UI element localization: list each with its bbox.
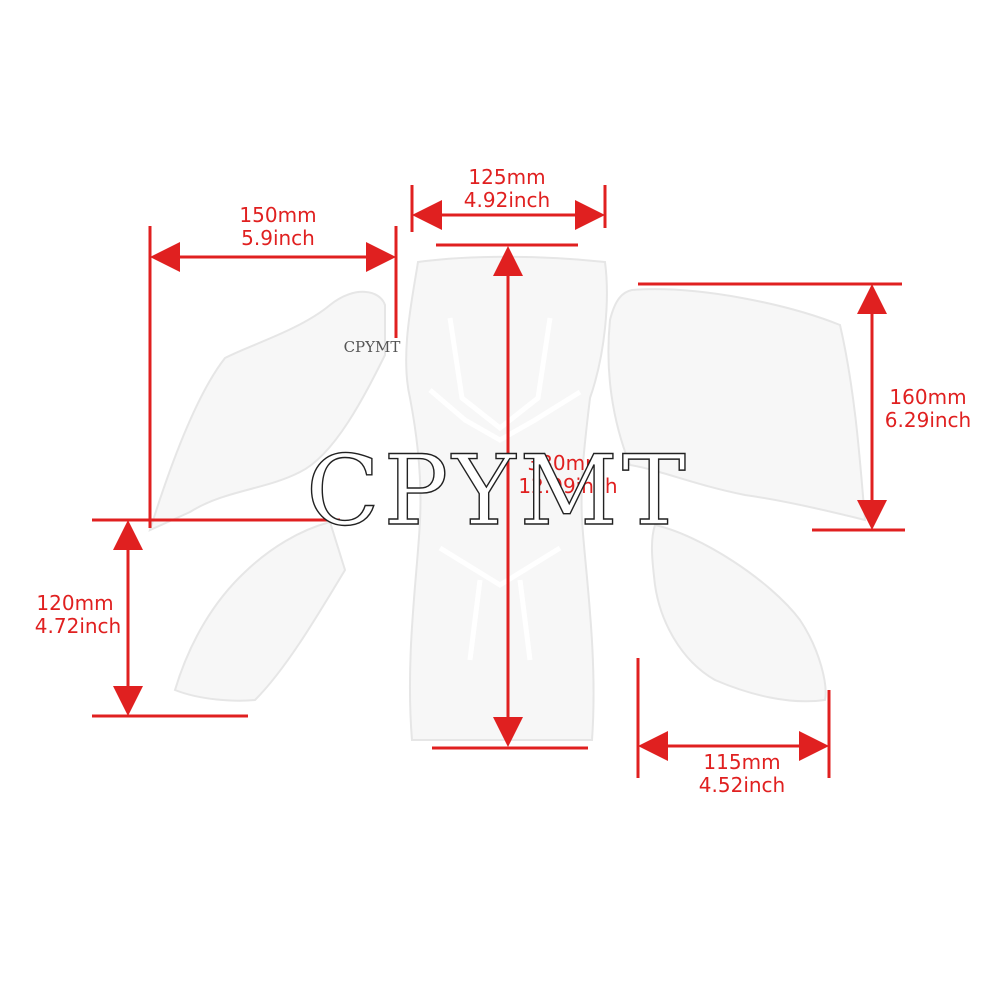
pad-left-lower — [173, 520, 347, 702]
label-right-lower-width-mm: 115mm — [703, 750, 780, 774]
label-top-width-mm: 125mm — [468, 165, 545, 189]
label-right-upper-height-mm: 160mm — [889, 385, 966, 409]
label-right-upper-height-inch: 6.29inch — [885, 408, 971, 432]
dimension-right-upper-height — [638, 282, 905, 532]
label-left-lower-height-inch: 4.72inch — [35, 614, 121, 638]
label-center-height-mm: 330mm — [527, 451, 604, 475]
dimension-left-upper-width — [148, 226, 398, 528]
dimension-right-lower-width — [636, 658, 831, 778]
watermark-small: CPYMT — [344, 338, 401, 356]
pad-right-upper — [607, 288, 867, 522]
label-left-upper-width-inch: 5.9inch — [241, 226, 315, 250]
watermark-large: CPYMT — [306, 435, 690, 547]
pad-right-lower — [651, 523, 827, 703]
label-top-width-inch: 4.92inch — [464, 188, 550, 212]
dimension-left-lower-height — [92, 518, 340, 718]
label-left-lower-height-mm: 120mm — [36, 591, 113, 615]
label-left-upper-width-mm: 150mm — [239, 203, 316, 227]
pad-left-upper — [148, 290, 386, 532]
label-right-lower-width-inch: 4.52inch — [699, 773, 785, 797]
dimension-top-center-width — [410, 185, 607, 247]
dimension-center-height — [432, 246, 588, 750]
label-center-height-inch: 12.99inch — [518, 474, 617, 498]
